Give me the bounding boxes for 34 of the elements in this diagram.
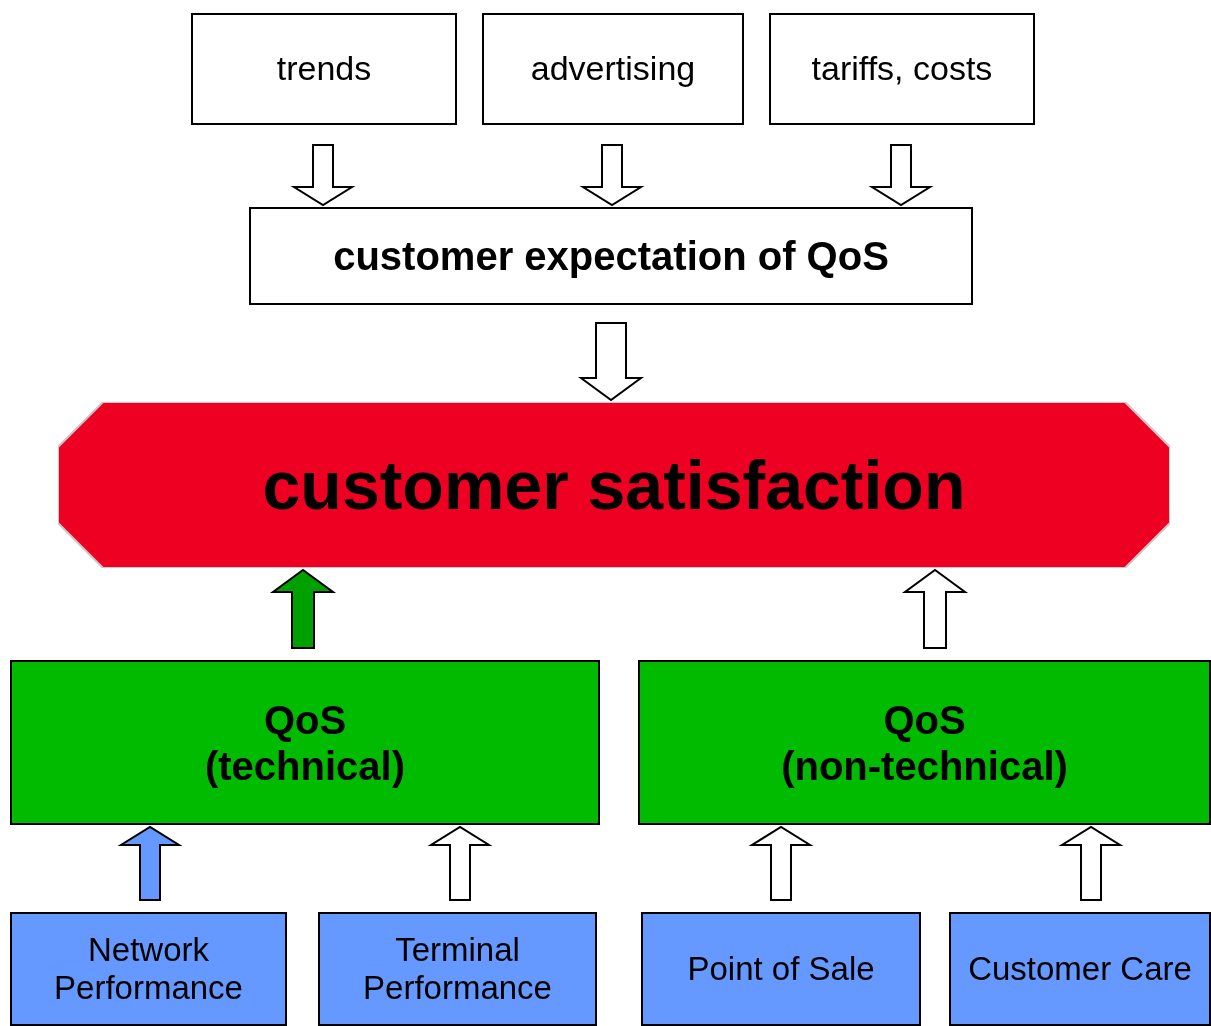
node-label: customer expectation of QoS — [333, 233, 889, 279]
node-label: tariffs, costs — [811, 49, 993, 89]
node-label: trends — [276, 49, 372, 89]
qos-box — [10, 660, 600, 825]
qos-box — [638, 660, 1211, 825]
component-box — [641, 912, 921, 1026]
factor-box — [769, 13, 1035, 125]
node-label: Network Performance — [53, 931, 244, 1007]
block-arrow — [117, 825, 183, 901]
block-arrow — [269, 568, 337, 649]
node-label: (non-technical) — [781, 742, 1068, 789]
block-arrow — [577, 322, 645, 402]
node-label: QoS — [263, 696, 347, 743]
block-arrow — [427, 825, 493, 901]
block-arrow — [1058, 825, 1124, 901]
node-label: (technical) — [204, 742, 405, 789]
node-label: advertising — [530, 49, 696, 89]
node-label: Point of Sale — [687, 950, 875, 988]
node-label: customer satisfaction — [262, 445, 966, 525]
factor-box — [482, 13, 744, 125]
block-arrow — [868, 144, 934, 207]
factor-box — [191, 13, 457, 125]
node-label: Customer Care — [968, 950, 1192, 988]
block-arrow — [901, 568, 969, 649]
component-box — [318, 912, 597, 1026]
block-arrow — [290, 144, 356, 207]
block-arrow — [748, 825, 814, 901]
component-box — [10, 912, 287, 1026]
component-box — [949, 912, 1211, 1026]
satisfaction-octagon — [58, 402, 1170, 568]
block-arrow — [579, 144, 645, 207]
node-label: Terminal Performance — [362, 931, 553, 1007]
expectation-box — [249, 207, 973, 305]
node-label: QoS — [883, 696, 966, 743]
